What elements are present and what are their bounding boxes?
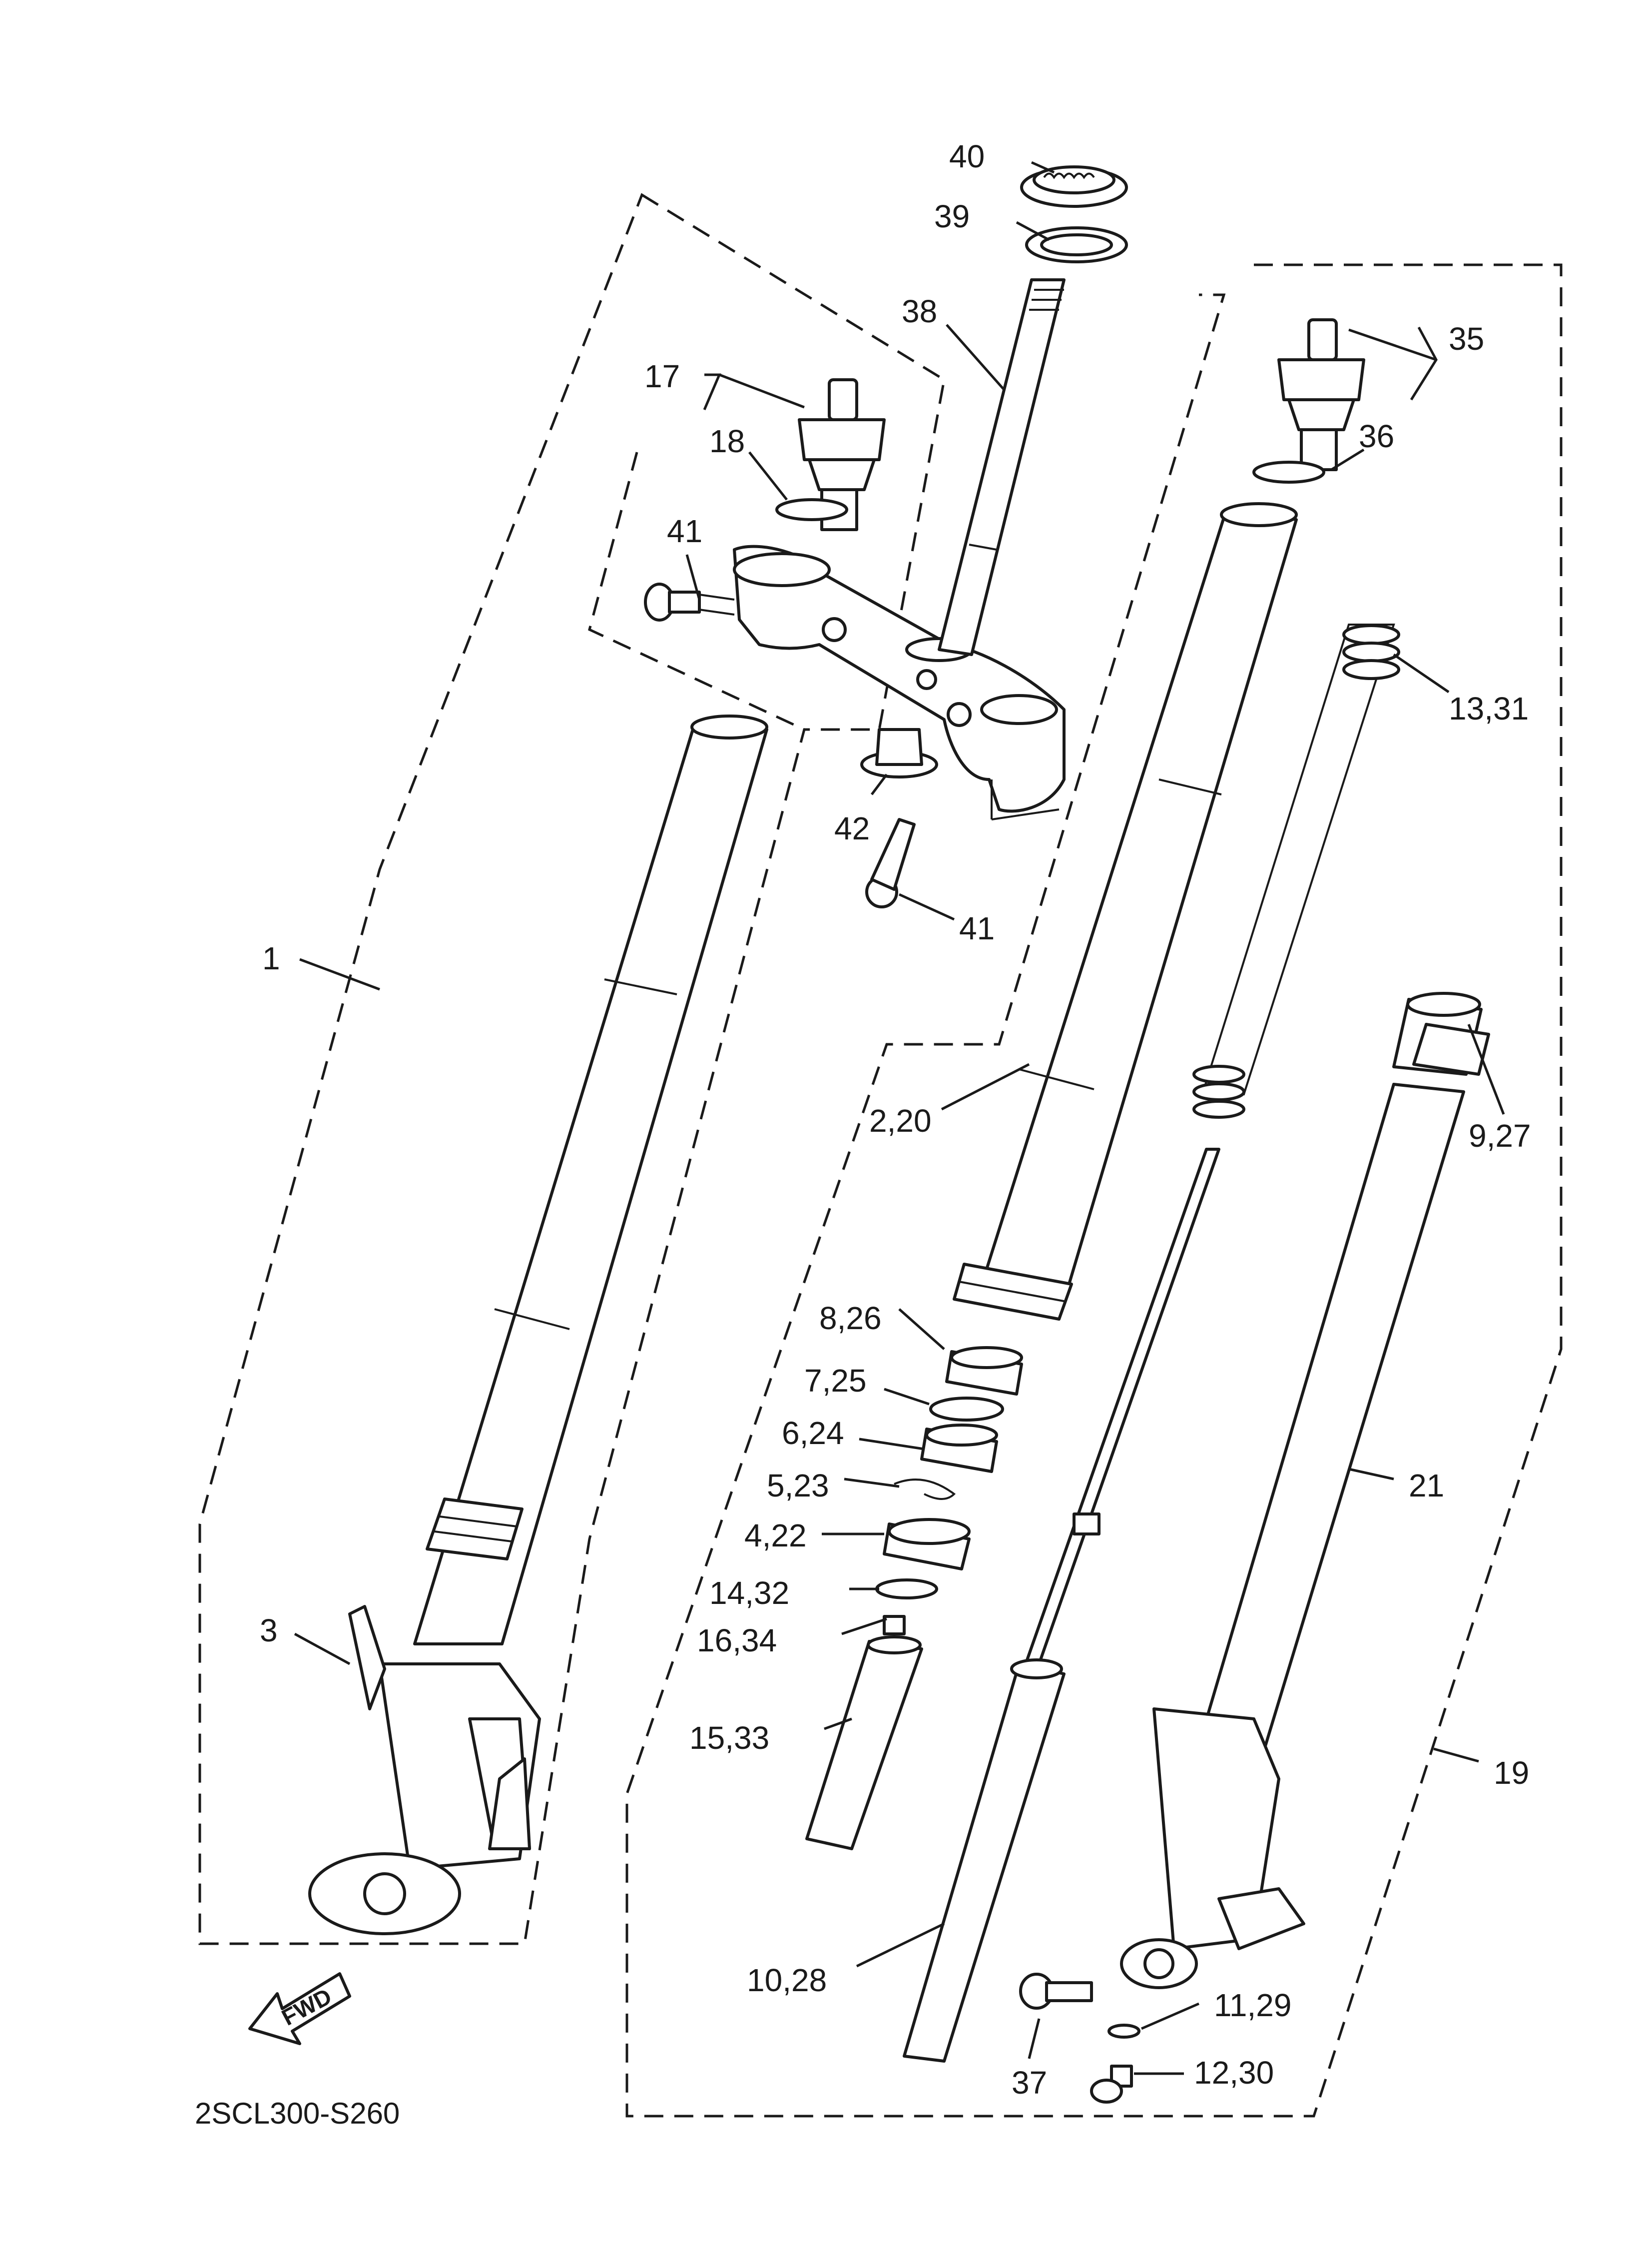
bearing-drawing xyxy=(1020,165,1128,208)
callout-18: 18 xyxy=(709,423,745,459)
fwd-arrow-badge: FWD xyxy=(248,1972,351,2045)
washer-drawing xyxy=(1107,2024,1140,2039)
callout-13-31: 13,31 xyxy=(1449,691,1529,727)
callout-7-25: 7,25 xyxy=(804,1363,867,1399)
inner-tube-drawing xyxy=(1120,992,1490,1989)
axle-bolt-drawing xyxy=(1019,1973,1093,2010)
cap-bolt-right-drawing xyxy=(1277,318,1365,471)
steering-stem-drawing xyxy=(938,278,1066,656)
o-ring-left-drawing xyxy=(775,498,848,521)
o-ring-right-drawing xyxy=(1252,461,1325,484)
callout-4-22: 4,22 xyxy=(744,1517,807,1553)
callout-8-26: 8,26 xyxy=(819,1300,882,1336)
diagram-reference-code: 2SCL300-S260 xyxy=(195,2097,400,2130)
callout-19: 19 xyxy=(1494,1755,1529,1791)
upper-bracket-drawing xyxy=(733,545,1066,820)
group-boundary-triple-clamp xyxy=(588,452,805,731)
callout-35: 35 xyxy=(1449,321,1484,357)
right-outer-tube-drawing xyxy=(953,502,1298,1321)
callout-2-20: 2,20 xyxy=(869,1103,932,1139)
callout-3: 3 xyxy=(260,1612,278,1648)
callout-15-33: 15,33 xyxy=(689,1720,769,1756)
callout-41-upper: 41 xyxy=(667,513,702,549)
cap-bolt-left-drawing xyxy=(798,378,886,531)
leader-lines xyxy=(294,161,1505,2075)
callout-21: 21 xyxy=(1409,1468,1444,1504)
callout-40: 40 xyxy=(949,138,985,174)
callout-36: 36 xyxy=(1359,418,1394,454)
clamp-bolt-upper-drawing xyxy=(644,583,735,622)
callout-39: 39 xyxy=(934,198,970,234)
callout-labels: 40 39 38 17 18 41 42 41 1 3 35 36 13,31 … xyxy=(260,138,1531,2101)
seal-stack-drawing xyxy=(805,1346,1023,1850)
callout-38: 38 xyxy=(902,293,937,329)
callout-42: 42 xyxy=(834,810,870,846)
clamp-bolt-lower-drawing xyxy=(865,818,916,908)
group-boundary-right-fork xyxy=(625,263,1563,2118)
callout-5-23: 5,23 xyxy=(767,1468,829,1504)
callout-16-34: 16,34 xyxy=(697,1622,777,1658)
callout-12-30: 12,30 xyxy=(1194,2055,1274,2091)
left-fork-drawing xyxy=(308,715,768,1935)
callout-14-32: 14,32 xyxy=(709,1575,789,1611)
callout-1: 1 xyxy=(262,940,280,976)
callout-11-29: 11,29 xyxy=(1214,1987,1291,2023)
collar-42-drawing xyxy=(860,728,938,778)
callout-6-24: 6,24 xyxy=(782,1415,844,1451)
drain-bolt-drawing xyxy=(1090,2065,1133,2104)
callout-10-28: 10,28 xyxy=(747,1962,827,1998)
callout-37: 37 xyxy=(1012,2065,1047,2101)
callout-17: 17 xyxy=(644,358,680,394)
spring-drawing xyxy=(1192,624,1400,1119)
callout-41-lower: 41 xyxy=(959,910,995,946)
seal-washer-drawing xyxy=(1025,226,1128,263)
callout-9-27: 9,27 xyxy=(1469,1118,1531,1154)
